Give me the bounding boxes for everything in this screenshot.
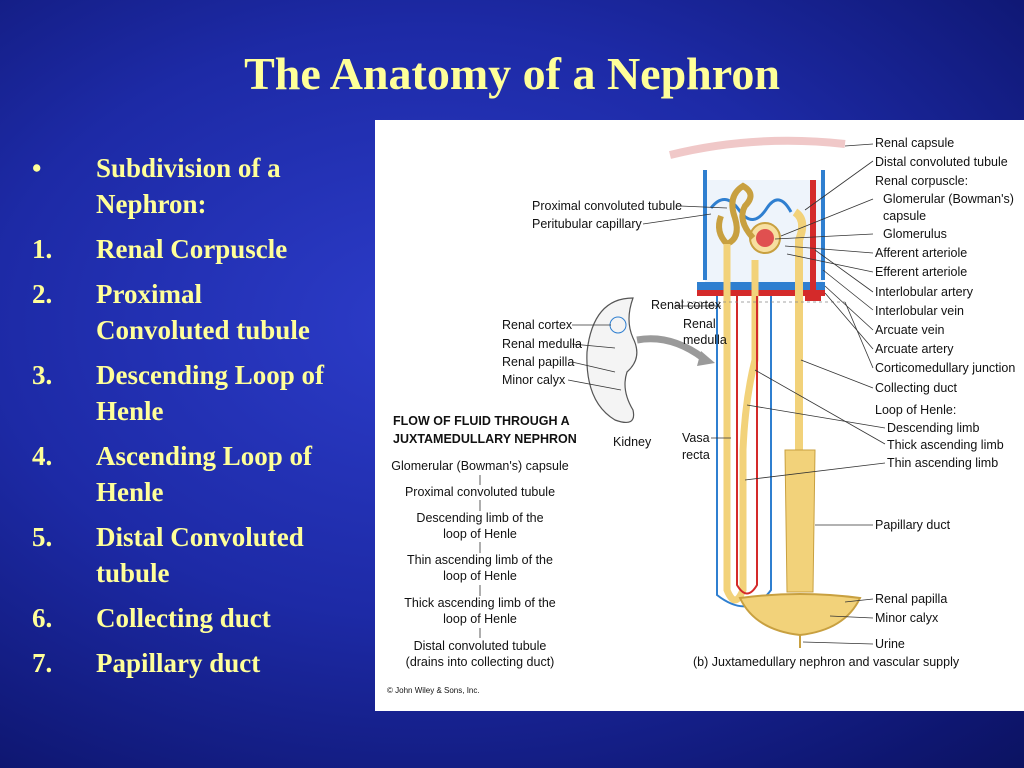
label-renal-capsule: Renal capsule	[875, 136, 954, 150]
label-efferent-arteriole: Efferent arteriole	[875, 265, 967, 279]
collecting-duct-shape	[792, 208, 807, 450]
bullet-text: Subdivision of a Nephron:	[96, 153, 281, 219]
label-interlobular-vein: Interlobular vein	[875, 304, 964, 318]
copyright-notice: © John Wiley & Sons, Inc.	[387, 686, 480, 695]
flow-step: loop of Henle	[443, 527, 517, 541]
label-distal-convoluted-tubule: Distal convoluted tubule	[875, 155, 1008, 169]
bullet-item-subdivision: • Subdivision of a Nephron:	[32, 150, 377, 222]
bullet-item-ascending-loop: 4. Ascending Loop of Henle	[32, 438, 377, 510]
bullet-marker: 3.	[32, 360, 53, 390]
label-proximal-convoluted-tubule: Proximal convoluted tubule	[532, 199, 682, 213]
bullet-marker: 2.	[32, 279, 53, 309]
bullet-item-descending-loop: 3. Descending Loop of Henle	[32, 357, 377, 429]
flow-title-cont: JUXTAMEDULLARY NEPHRON	[393, 432, 577, 446]
right-leader-lines	[744, 143, 886, 645]
bullet-text: Ascending Loop of Henle	[96, 441, 313, 507]
arcuate-artery-shape	[697, 290, 825, 296]
figure-caption: (b) Juxtamedullary nephron and vascular …	[693, 655, 960, 669]
bullet-text: Distal Convoluted tubule	[96, 522, 304, 588]
interlobular-artery-shape	[805, 180, 821, 301]
glomerulus-shape	[756, 229, 774, 247]
label-glomerular-capsule-cont: capsule	[883, 209, 926, 223]
label-thin-ascending-limb: Thin ascending limb	[887, 456, 998, 470]
label-peritubular-capillary: Peritubular capillary	[532, 217, 643, 231]
label-descending-limb: Descending limb	[887, 421, 979, 435]
capillary-network-shape	[709, 198, 793, 221]
bullet-marker: 7.	[32, 648, 53, 678]
label-renal-medulla: Renal medulla	[502, 337, 582, 351]
flow-step: Glomerular (Bowman's) capsule	[391, 459, 568, 473]
bullet-text: Descending Loop of Henle	[96, 360, 325, 426]
renal-capsule-shape	[669, 136, 846, 159]
label-urine: Urine	[875, 637, 905, 651]
bullet-text: Papillary duct	[96, 648, 261, 678]
bullet-marker: •	[32, 153, 42, 183]
label-renal-papilla-left: Renal papilla	[502, 355, 574, 369]
label-thick-ascending-limb: Thick ascending limb	[887, 438, 1004, 452]
bullet-text: Proximal Convoluted tubule	[96, 279, 310, 345]
label-vasa-recta: Vasa	[682, 431, 710, 445]
bullet-item-collecting-duct: 6. Collecting duct	[32, 600, 377, 636]
label-kidney: Kidney	[613, 435, 652, 449]
flow-step: Distal convoluted tubule	[414, 639, 547, 653]
flow-step: Thick ascending limb of the	[404, 596, 556, 610]
bullet-item-proximal-convoluted-tubule: 2. Proximal Convoluted tubule	[32, 276, 377, 348]
bullet-text: Renal Corpuscle	[96, 234, 288, 264]
bullet-item-distal-convoluted-tubule: 5. Distal Convoluted tubule	[32, 519, 377, 591]
renal-papilla-shape	[738, 593, 862, 637]
label-papillary-duct: Papillary duct	[875, 518, 951, 532]
label-collecting-duct: Collecting duct	[875, 381, 958, 395]
label-afferent-arteriole: Afferent arteriole	[875, 246, 967, 260]
flow-step: Proximal convoluted tubule	[405, 485, 555, 499]
label-corticomedullary-junction: Corticomedullary junction	[875, 361, 1015, 375]
left-leader-lines	[567, 205, 731, 439]
label-renal-medulla-inset: Renal	[683, 317, 716, 331]
papillary-duct-shape	[784, 449, 816, 593]
flow-step: loop of Henle	[443, 569, 517, 583]
bullet-marker: 1.	[32, 234, 53, 264]
bullet-text: Collecting duct	[96, 603, 271, 633]
bullet-marker: 6.	[32, 603, 53, 633]
label-minor-calyx-left: Minor calyx	[502, 373, 566, 387]
bullet-list: • Subdivision of a Nephron: 1. Renal Cor…	[32, 150, 377, 690]
nephron-figure: Renal capsule Distal convoluted tubule R…	[375, 120, 1024, 711]
label-arcuate-artery: Arcuate artery	[875, 342, 954, 356]
vasa-recta-artery-shape	[736, 296, 758, 595]
flow-step: Thin ascending limb of the	[407, 553, 553, 567]
flow-step: loop of Henle	[443, 612, 517, 626]
proximal-tubule-shape	[716, 182, 756, 248]
label-minor-calyx: Minor calyx	[875, 611, 939, 625]
label-renal-papilla: Renal papilla	[875, 592, 947, 606]
slide-title: The Anatomy of a Nephron	[244, 48, 780, 99]
kidney-inset	[586, 297, 715, 423]
label-interlobular-artery: Interlobular artery	[875, 285, 974, 299]
label-vasa-recta-cont: recta	[682, 448, 710, 462]
arcuate-vein-shape	[697, 282, 825, 290]
flow-step: (drains into collecting duct)	[406, 655, 555, 669]
bullet-marker: 4.	[32, 441, 53, 471]
flow-title: FLOW OF FLUID THROUGH A	[393, 414, 570, 428]
nephron-diagram: Renal capsule Distal convoluted tubule R…	[387, 136, 1015, 695]
label-loop-of-henle: Loop of Henle:	[875, 403, 956, 417]
label-renal-corpuscle: Renal corpuscle:	[875, 174, 968, 188]
bullet-item-papillary-duct: 7. Papillary duct	[32, 645, 377, 681]
label-renal-cortex: Renal cortex	[502, 318, 573, 332]
label-glomerulus: Glomerulus	[883, 227, 947, 241]
loop-of-henle-shape	[723, 244, 759, 604]
label-glomerular-capsule: Glomerular (Bowman's)	[883, 192, 1014, 206]
bullet-item-renal-corpuscle: 1. Renal Corpuscle	[32, 231, 377, 267]
flow-step: Descending limb of the	[416, 511, 543, 525]
label-renal-cortex-top: Renal cortex	[651, 298, 722, 312]
label-renal-medulla-inset-cont: medulla	[683, 333, 727, 347]
label-arcuate-vein: Arcuate vein	[875, 323, 945, 337]
bullet-marker: 5.	[32, 522, 53, 552]
